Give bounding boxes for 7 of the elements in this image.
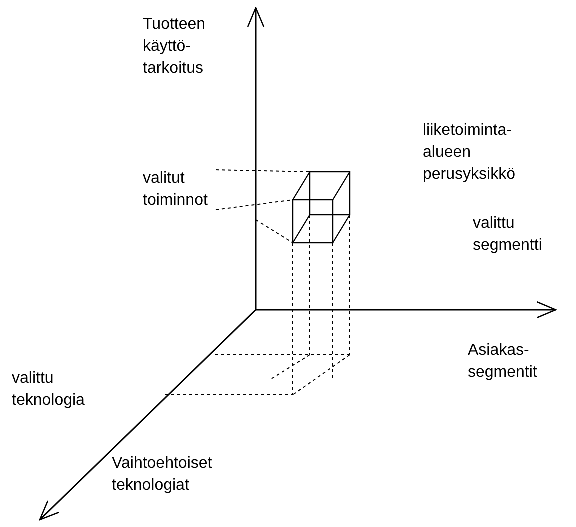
axis-label: valittu segmentti <box>473 214 542 256</box>
axis-label: valittu teknologia <box>12 369 85 411</box>
axis-label: Asiakas- segmentit <box>468 341 538 383</box>
axis-label: liiketoiminta- alueen perusyksikkö <box>423 121 516 185</box>
axis-label: valitut toiminnot <box>143 169 208 211</box>
axis-label: Vaihtoehtoiset teknologiat <box>112 454 212 496</box>
axis-label: Tuotteen käyttö- tarkoitus <box>143 15 206 79</box>
